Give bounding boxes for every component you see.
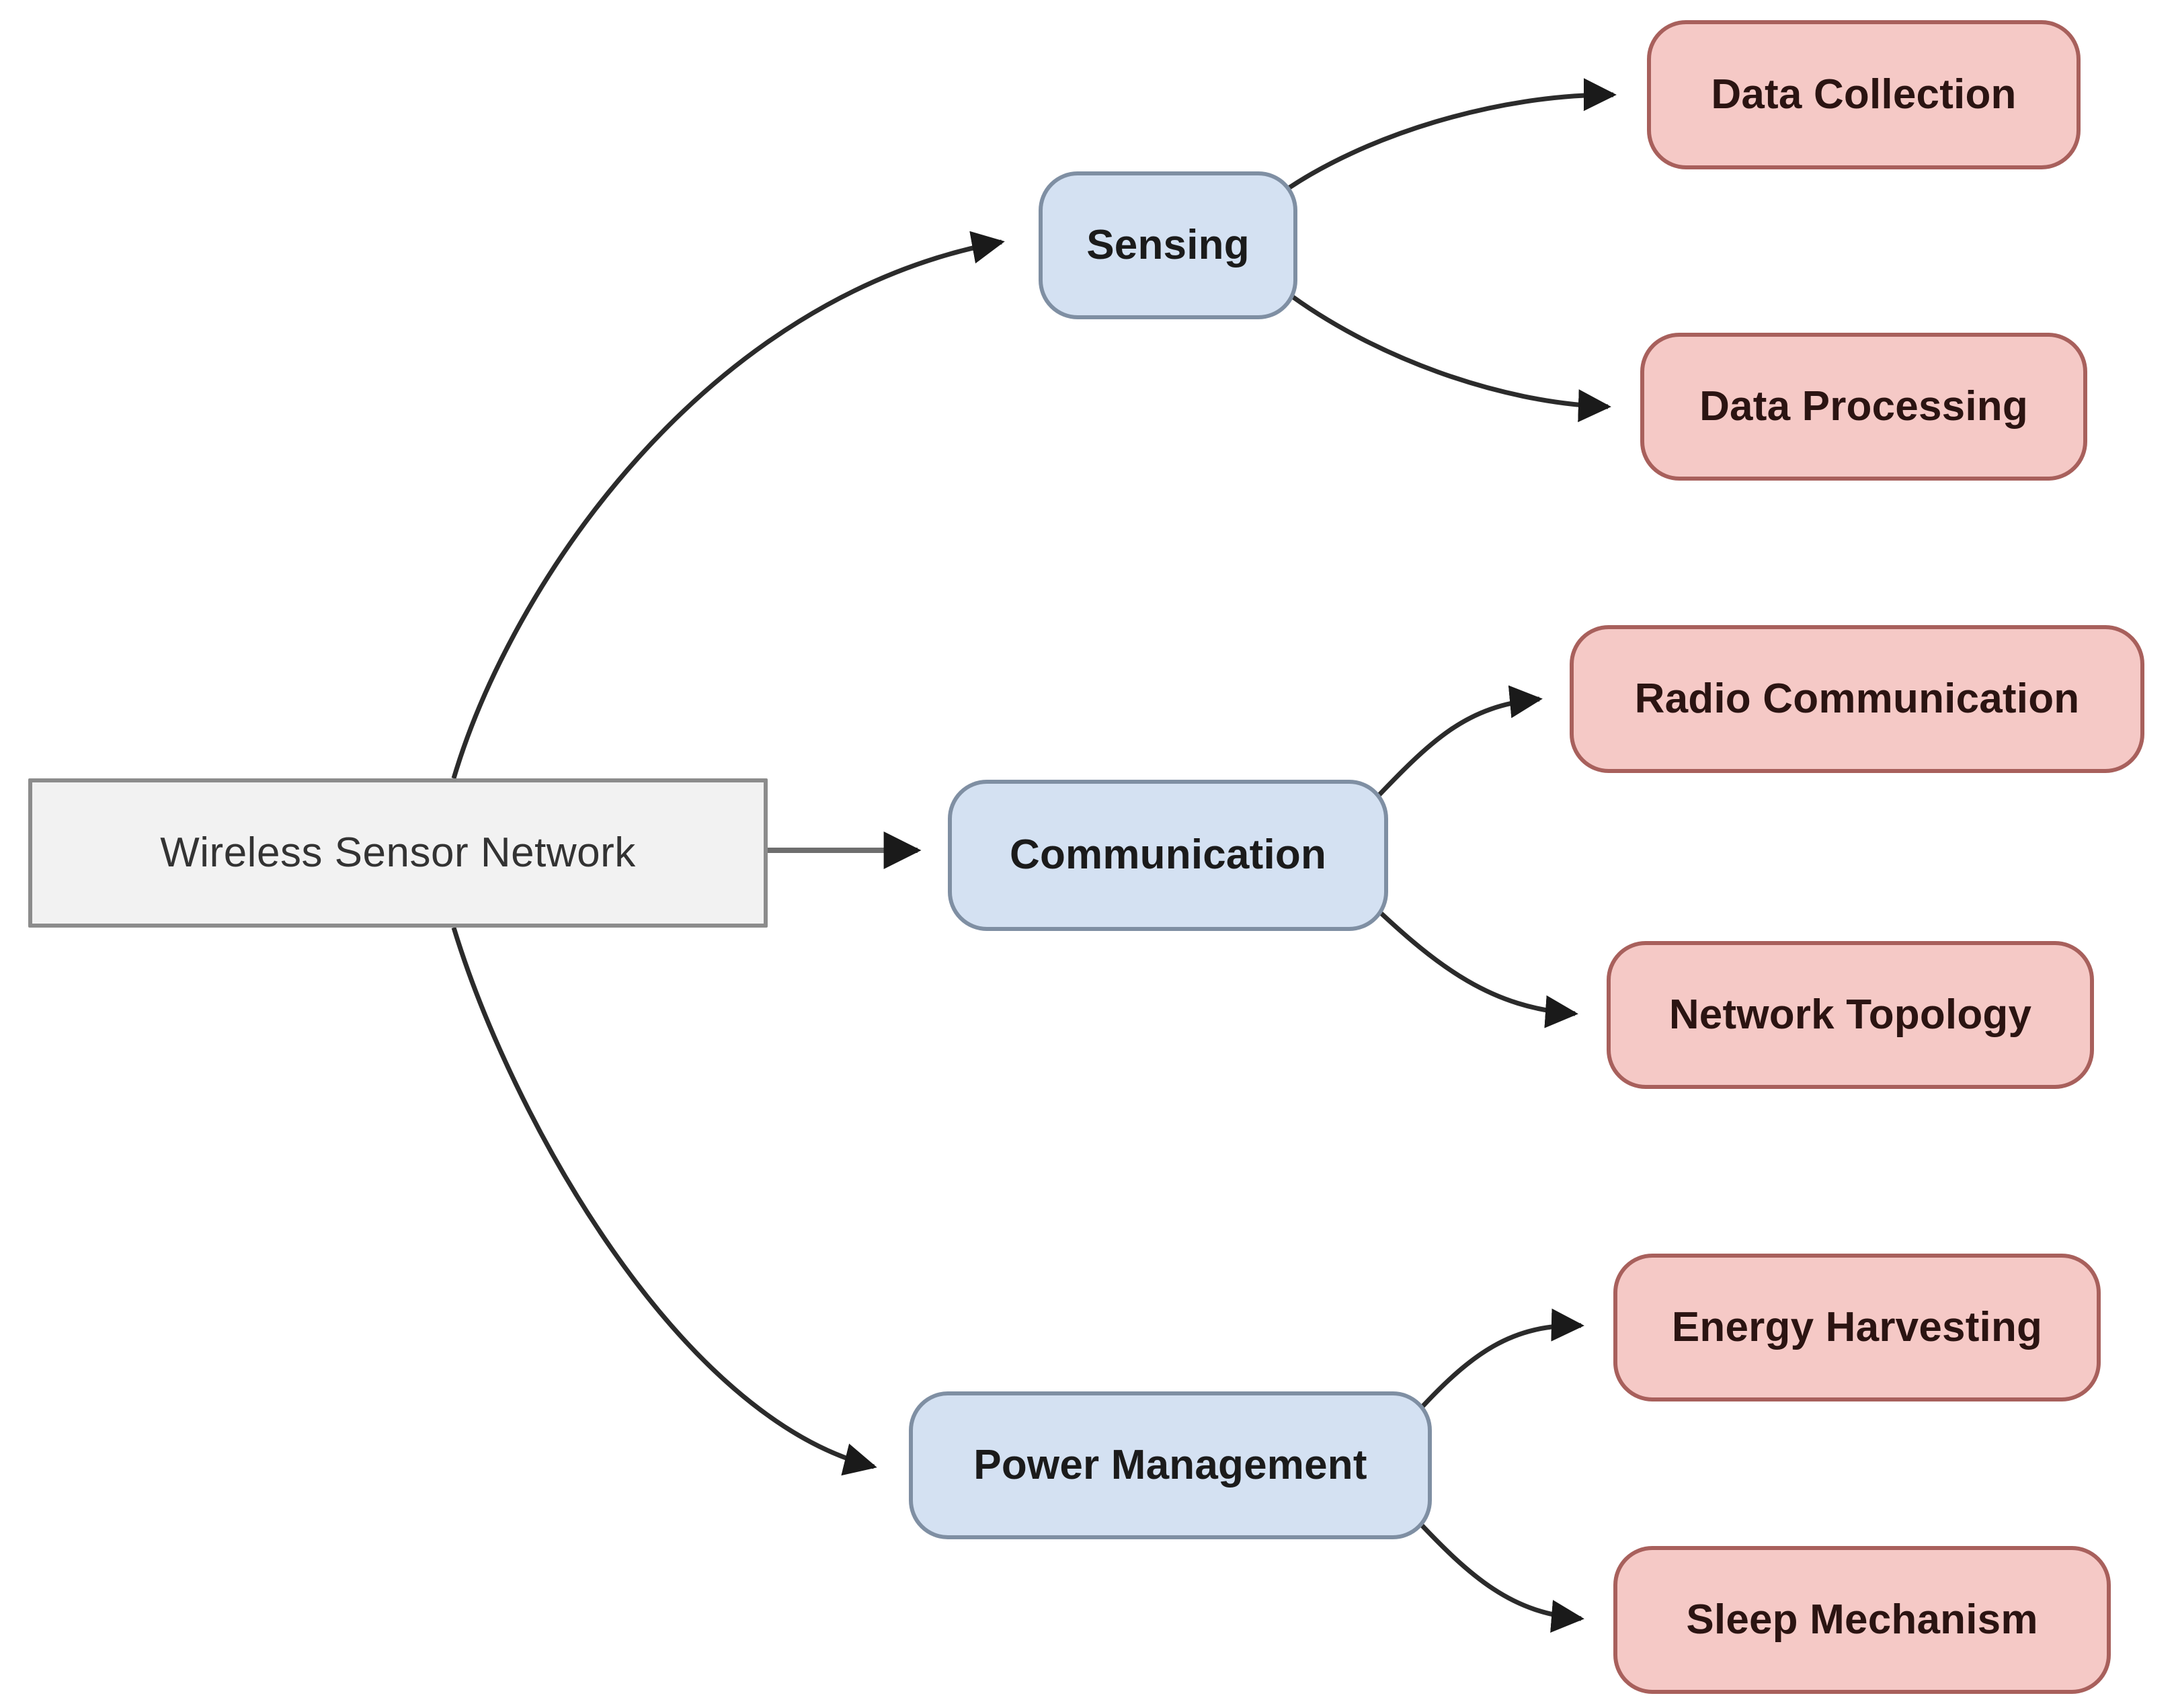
node-communication[interactable]: Communication (948, 780, 1388, 931)
edge-communication-to-radio-communication (1366, 685, 1543, 809)
node-energy-harvesting[interactable]: Energy Harvesting (1613, 1254, 2101, 1401)
edge-root-to-sensing (451, 231, 1005, 779)
edge-sensing-to-data-processing (1282, 288, 1611, 423)
node-label-communication: Communication (1009, 831, 1327, 879)
node-radio-communication[interactable]: Radio Communication (1570, 625, 2144, 773)
node-label-data-collection: Data Collection (1711, 71, 2017, 118)
node-data-processing[interactable]: Data Processing (1640, 333, 2087, 481)
edge-root-to-power-management (451, 926, 877, 1476)
node-sleep-mechanism[interactable]: Sleep Mechanism (1613, 1546, 2111, 1694)
node-sensing[interactable]: Sensing (1039, 171, 1297, 319)
node-label-radio-communication: Radio Communication (1634, 675, 2080, 722)
node-label-data-processing: Data Processing (1699, 382, 2028, 430)
node-label-wireless-sensor-network: Wireless Sensor Network (160, 829, 636, 876)
edge-communication-to-network-topology (1369, 902, 1578, 1028)
edge-sensing-to-data-collection (1279, 78, 1617, 196)
node-network-topology[interactable]: Network Topology (1607, 941, 2094, 1089)
node-label-sensing: Sensing (1086, 221, 1250, 268)
node-label-power-management: Power Management (973, 1441, 1367, 1488)
edge-power-management-to-energy-harvesting (1410, 1308, 1584, 1420)
node-label-energy-harvesting: Energy Harvesting (1671, 1303, 2043, 1350)
node-label-sleep-mechanism: Sleep Mechanism (1686, 1596, 2038, 1643)
node-label-network-topology: Network Topology (1668, 991, 2032, 1038)
node-wireless-sensor-network[interactable]: Wireless Sensor Network (28, 778, 768, 928)
edge-power-management-to-sleep-mechanism (1410, 1512, 1584, 1633)
node-power-management[interactable]: Power Management (909, 1391, 1432, 1539)
node-data-collection[interactable]: Data Collection (1647, 20, 2081, 169)
